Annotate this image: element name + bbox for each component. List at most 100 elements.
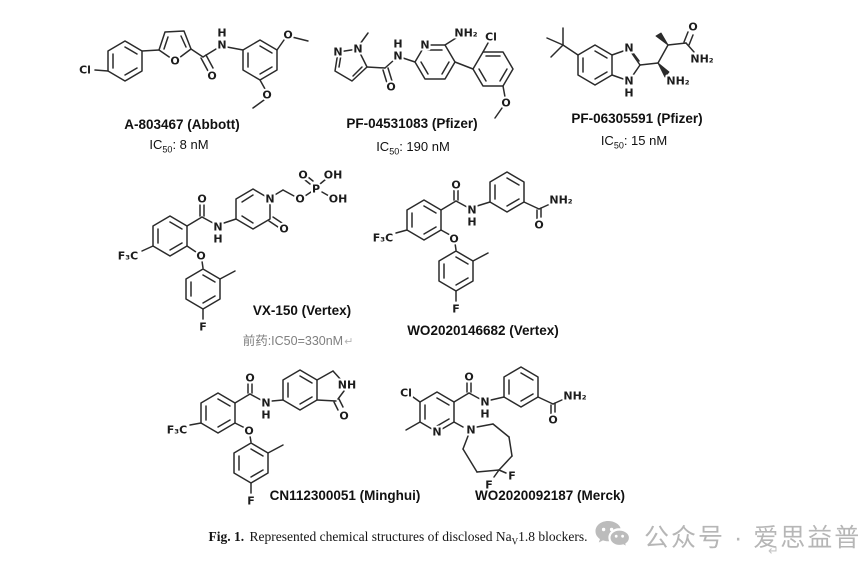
caption-text: Represented chemical structures of discl… bbox=[246, 529, 512, 544]
atom-label-o-lactam: O bbox=[279, 223, 288, 236]
atom-label-h: H bbox=[393, 38, 402, 51]
compound-ic50-pf-04531083: IC50: 190 nM bbox=[376, 139, 450, 157]
atom-label-n: N bbox=[466, 424, 475, 437]
atom-label-nh2: NH₂ bbox=[563, 390, 586, 403]
atom-label-cl: Cl bbox=[485, 31, 497, 44]
atom-label-f: F bbox=[452, 303, 460, 316]
bond-network bbox=[546, 27, 695, 86]
atom-label-f3c: F₃C bbox=[373, 232, 393, 245]
compound-ic50-pf-06305591: IC50: 15 nM bbox=[601, 133, 667, 151]
ic50-value: : 15 nM bbox=[623, 133, 668, 148]
atom-label-o-carbonyl: O bbox=[207, 70, 216, 83]
atom-label-o-carbonyl: O bbox=[451, 179, 460, 192]
atom-label-o-ether: O bbox=[449, 233, 458, 246]
atom-label-o-ether: O bbox=[196, 250, 205, 263]
atom-label-n: N bbox=[333, 46, 342, 59]
ic50-subscript: 50 bbox=[613, 140, 624, 151]
atom-label-o-lactam: O bbox=[339, 410, 348, 423]
atom-label-n: N bbox=[261, 397, 270, 410]
bond-network bbox=[141, 176, 330, 320]
atom-label-nh2: NH₂ bbox=[549, 194, 572, 207]
compound-note-vx-150: 前药:IC50=330nM↵ bbox=[243, 330, 354, 349]
atom-label-o-carbonyl: O bbox=[534, 219, 543, 232]
atom-label-o-carbonyl: O bbox=[548, 414, 557, 427]
atom-label-h: H bbox=[480, 408, 489, 421]
watermark-text: 公众号 · 爱思益普 bbox=[644, 524, 862, 552]
return-mark: ↵ bbox=[344, 336, 354, 348]
watermark-return-mark: ↵ bbox=[768, 544, 779, 559]
bond-network bbox=[334, 32, 514, 119]
atom-label-n: N bbox=[420, 39, 429, 52]
atom-label-nh2: NH₂ bbox=[454, 27, 477, 40]
atom-label-nh: NH bbox=[338, 379, 356, 392]
bond-network bbox=[395, 171, 551, 302]
ic50-subscript: 50 bbox=[389, 146, 400, 157]
structure-pf-06305591: N N H NH₂ O NH₂ bbox=[546, 19, 716, 102]
compound-name-cn112300051: CN112300051 (Minghui) bbox=[269, 488, 421, 503]
atom-label-n: N bbox=[353, 43, 362, 56]
atom-label-o-carbonyl: O bbox=[688, 21, 697, 34]
structure-vx-150: F₃C O N H N O O P O OH OH O F bbox=[116, 167, 349, 336]
atom-label-f: F bbox=[199, 321, 207, 334]
atom-label-o-methoxy: O bbox=[262, 89, 271, 102]
atom-label-f3c: F₃C bbox=[167, 424, 187, 437]
atom-label-o-methoxy: O bbox=[283, 29, 292, 42]
ic50-prefix: IC bbox=[600, 133, 614, 148]
atom-label-n: N bbox=[213, 221, 222, 234]
atom-label-nh2: NH₂ bbox=[690, 53, 713, 66]
atom-label-h: H bbox=[624, 87, 633, 100]
compound-name-pf-04531083: PF-04531083 (Pfizer) bbox=[346, 116, 478, 131]
atom-label-o: O bbox=[298, 169, 307, 182]
atom-label-h: H bbox=[217, 27, 226, 40]
atom-label-f: F bbox=[247, 495, 255, 508]
atom-label-o-carbonyl: O bbox=[386, 81, 395, 94]
atom-label-cl: Cl bbox=[400, 387, 412, 400]
atom-label-o-ether: O bbox=[244, 425, 253, 438]
atom-label-h: H bbox=[213, 233, 222, 246]
compound-name-wo2020146682: WO2020146682 (Vertex) bbox=[407, 323, 559, 338]
bond-network bbox=[189, 369, 345, 494]
figure-caption: Fig. 1. Represented chemical structures … bbox=[209, 529, 588, 547]
ic50-subscript: 50 bbox=[162, 144, 173, 155]
atom-label-f: F bbox=[508, 470, 516, 483]
atom-label-o-furan: O bbox=[170, 55, 179, 68]
caption-nav-subscript: V bbox=[511, 536, 519, 547]
wechat-icon bbox=[595, 520, 631, 548]
atom-label-n: N bbox=[432, 426, 441, 439]
atom-label-f: F bbox=[485, 479, 493, 492]
watermark: 公众号 · 爱思益普 bbox=[594, 518, 861, 554]
ic50-prefix: IC bbox=[149, 137, 163, 152]
bond-network bbox=[405, 366, 565, 478]
atom-label-n: N bbox=[393, 50, 402, 63]
atom-label-n: N bbox=[624, 42, 633, 55]
compound-name-pf-06305591: PF-06305591 (Pfizer) bbox=[571, 111, 703, 126]
atom-label-o-carbonyl: O bbox=[197, 193, 206, 206]
compound-name-a-803467: A-803467 (Abbott) bbox=[124, 117, 240, 132]
compound-name-wo2020092187: WO2020092187 (Merck) bbox=[474, 488, 626, 503]
ic50-prefix: IC bbox=[376, 139, 390, 154]
atom-label-oh: OH bbox=[324, 169, 343, 182]
atom-label-h: H bbox=[261, 409, 270, 422]
atom-label-o: O bbox=[295, 193, 304, 206]
atom-label-cl: Cl bbox=[79, 64, 91, 77]
prodrug-note: 前药:IC50=330nM bbox=[242, 334, 344, 348]
structure-pf-04531083: N N O N H N NH₂ Cl O bbox=[331, 25, 514, 119]
atom-label-o-carbonyl: O bbox=[464, 371, 473, 384]
atom-label-f3c: F₃C bbox=[118, 250, 138, 263]
atom-label-o-carbonyl: O bbox=[245, 372, 254, 385]
ic50-value: : 190 nM bbox=[399, 139, 450, 154]
atom-label-o-methoxy: O bbox=[501, 97, 510, 110]
compound-name-vx-150: VX-150 (Vertex) bbox=[252, 303, 352, 318]
atom-label-n: N bbox=[467, 204, 476, 217]
caption-text: 1.8 blockers. bbox=[518, 529, 588, 544]
atom-label-n: N bbox=[217, 39, 226, 52]
bond-network bbox=[94, 30, 309, 109]
structure-a-803467: Cl O O N H O O bbox=[77, 25, 309, 109]
atom-label-h: H bbox=[467, 216, 476, 229]
compound-ic50-a-803467: IC50: 8 nM bbox=[149, 137, 208, 155]
atom-label-n: N bbox=[480, 396, 489, 409]
atom-label-nh2: NH₂ bbox=[666, 75, 689, 88]
atom-label-p: P bbox=[312, 183, 320, 196]
structure-cn112300051: F₃C O N H NH O O F bbox=[165, 369, 358, 510]
